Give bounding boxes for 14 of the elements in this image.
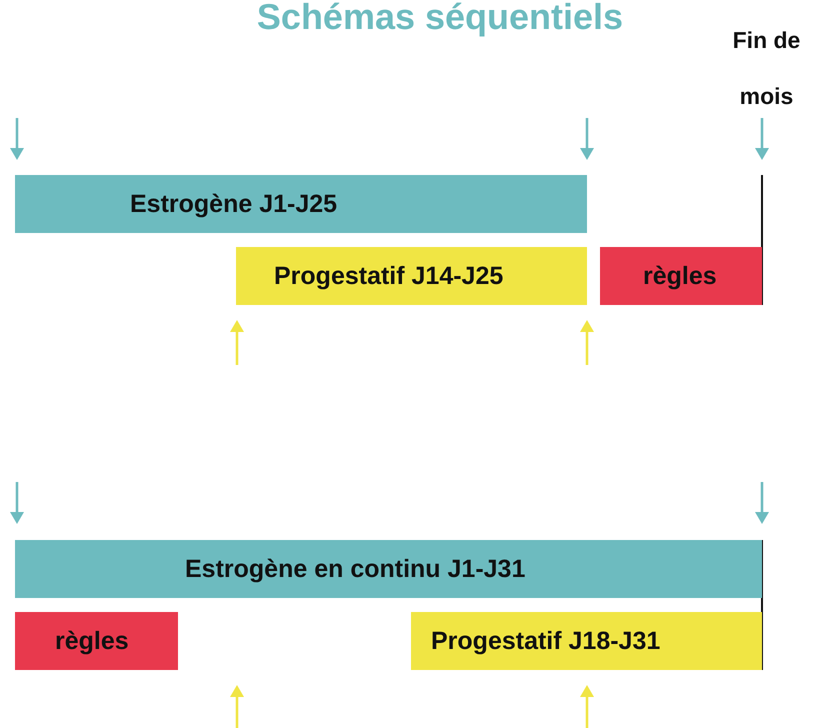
bar-label: Estrogène J1-J25 bbox=[130, 190, 338, 218]
end-of-month-label: Fin de mois bbox=[732, 26, 802, 111]
bar-label: Progestatif J14-J25 bbox=[274, 262, 504, 290]
bar-label: règles bbox=[55, 626, 129, 656]
estrogen-bar bbox=[15, 540, 762, 598]
bar-label: Progestatif J18-J31 bbox=[431, 626, 660, 656]
progestin-bar bbox=[411, 612, 762, 670]
progestin-bar bbox=[236, 247, 587, 305]
bar-label: règles bbox=[643, 262, 717, 290]
bar-label: Estrogène en continu J1-J31 bbox=[185, 554, 526, 584]
estrogen-bar bbox=[15, 175, 587, 233]
title: Schémas séquentiels bbox=[256, 0, 624, 38]
menses-bar bbox=[15, 612, 178, 670]
menses-bar bbox=[600, 247, 762, 305]
